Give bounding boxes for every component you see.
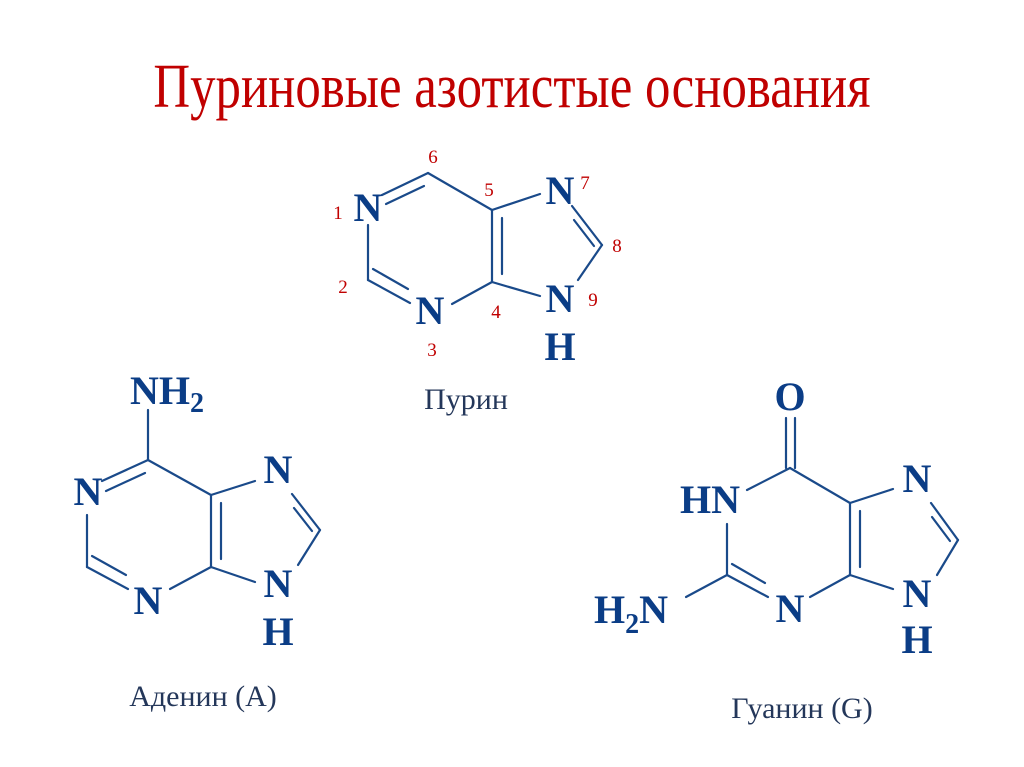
adenine-atom-n3: N (134, 578, 163, 623)
purine-number-5: 5 (484, 180, 494, 201)
adenine-atom-n7: N (264, 447, 293, 492)
purine-number-6: 6 (428, 147, 438, 168)
adenine-structure: NH2 N N N N H Аденин (А) (74, 368, 322, 713)
purine-atom-h9: H (544, 324, 575, 369)
guanine-structure: O HN H2N N N N H Гуанин (G) (594, 374, 960, 725)
guanine-amino-h2n: H2N (594, 587, 668, 640)
adenine-amino-n: NH2 (130, 368, 204, 419)
purine-number-3: 3 (427, 340, 437, 361)
purine-atom-n7: N (546, 168, 575, 213)
purine-number-8: 8 (612, 236, 622, 257)
guanine-atom-hn1: HN (680, 477, 740, 522)
purine-number-2: 2 (338, 277, 348, 298)
purine-caption: Пурин (424, 383, 508, 416)
purine-atom-n1: N (354, 185, 383, 230)
slide-title: Пуриновые азотистые основания (153, 53, 871, 121)
purine-number-7: 7 (580, 173, 590, 194)
purine-structure: N N N N H 1 2 3 4 5 6 7 8 9 Пурин (333, 147, 622, 416)
guanine-caption: Гуанин (G) (731, 692, 872, 725)
guanine-atom-n7: N (903, 456, 932, 501)
adenine-caption: Аденин (А) (129, 680, 277, 713)
adenine-atom-h9: H (262, 609, 293, 654)
purine-number-4: 4 (491, 302, 501, 323)
purine-number-9: 9 (588, 290, 598, 311)
guanine-atom-o6: O (774, 374, 805, 419)
guanine-atom-h9: H (901, 617, 932, 662)
purine-atom-n9: N (546, 276, 575, 321)
purine-atom-n3: N (416, 288, 445, 333)
adenine-atom-n1: N (74, 469, 103, 514)
purine-number-1: 1 (333, 203, 343, 224)
adenine-atom-n9: N (264, 561, 293, 606)
guanine-atom-n3: N (776, 586, 805, 631)
guanine-atom-n9: N (903, 571, 932, 616)
